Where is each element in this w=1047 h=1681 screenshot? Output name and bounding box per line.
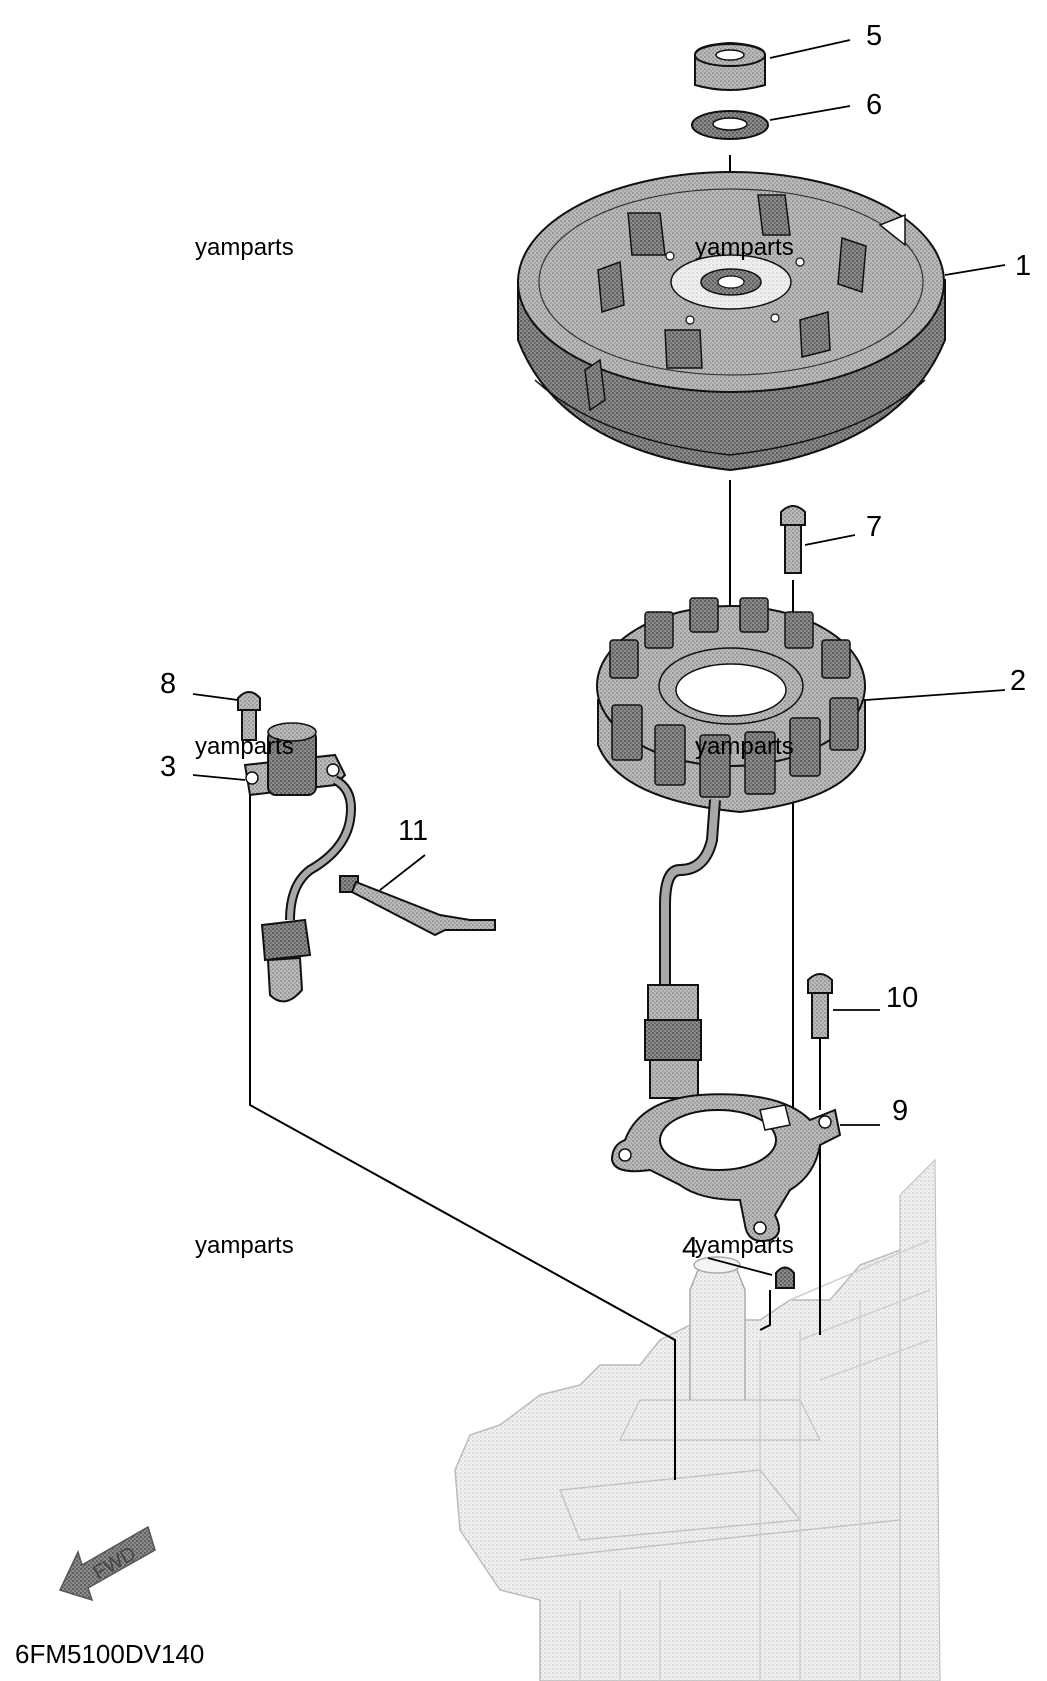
callout-leaders [192, 39, 1006, 1276]
callout-6: 6 [866, 89, 882, 121]
engine-block [454, 1158, 941, 1681]
callout-10: 10 [886, 982, 918, 1014]
callout-9: 9 [892, 1095, 908, 1127]
part-washer [691, 110, 769, 140]
part-key [775, 1266, 795, 1289]
part-bracket [610, 1093, 842, 1242]
callout-3: 3 [160, 751, 176, 783]
watermark: yamparts [195, 1232, 294, 1259]
callout-8: 8 [160, 668, 176, 700]
part-bolt-7 [780, 505, 806, 574]
part-pulser-coil [243, 722, 356, 1003]
watermark: yamparts [695, 733, 794, 760]
part-bolt-8 [237, 691, 261, 741]
watermark: yamparts [695, 234, 794, 261]
part-bolt-10 [807, 973, 833, 1039]
diagram-code: 6FM5100DV140 [15, 1639, 204, 1669]
part-stator [596, 597, 866, 1099]
part-cable-tie [339, 875, 496, 937]
part-nut [694, 41, 766, 91]
callout-1: 1 [1015, 250, 1031, 282]
callout-2: 2 [1010, 665, 1026, 697]
callout-7: 7 [866, 511, 882, 543]
fwd-arrow-icon: FWD [58, 1525, 156, 1602]
watermark: yamparts [195, 234, 294, 261]
watermark: yamparts [195, 733, 294, 760]
part-flywheel [517, 171, 946, 472]
callout-11: 11 [398, 815, 428, 847]
callout-4: 4 [682, 1232, 698, 1264]
callout-5: 5 [866, 20, 882, 52]
watermark: yamparts [695, 1232, 794, 1259]
